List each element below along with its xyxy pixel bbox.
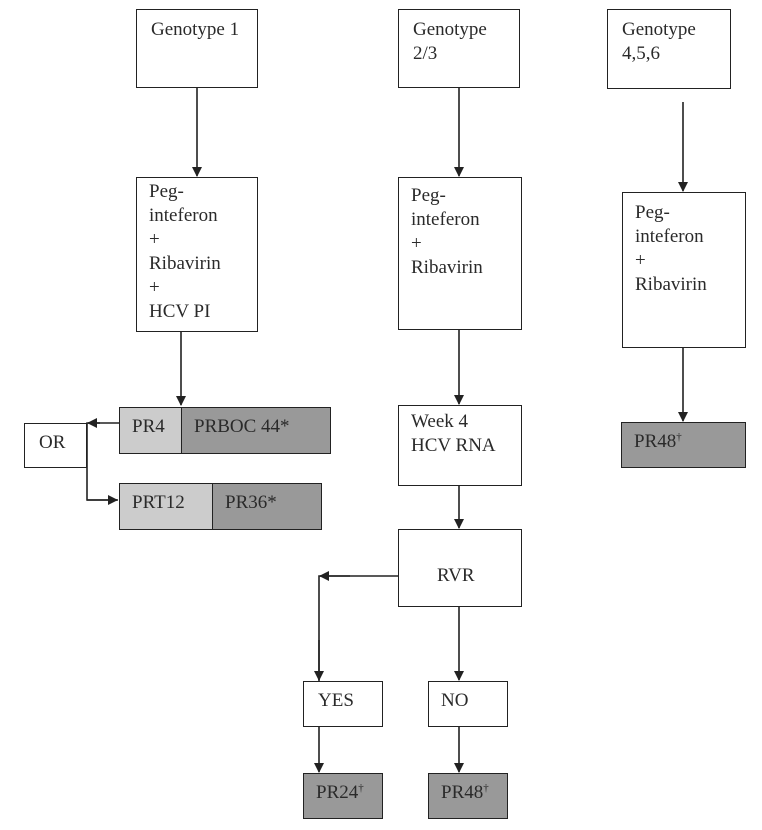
dagger-mark: † (676, 431, 682, 443)
genotype-456-box: Genotype 4,5,6 (607, 9, 731, 89)
hcv-rna-line: HCV RNA (411, 435, 496, 456)
prboc44-label: PRBOC 44* (194, 416, 290, 437)
treatment-line: inteferon (635, 226, 704, 247)
treatment-line: inteferon (411, 209, 480, 230)
prboc44-cell: PRBOC 44* (181, 407, 331, 454)
rvr-decision-box: RVR (398, 529, 522, 607)
week4-hcv-rna-box: Week 4 HCV RNA (398, 405, 522, 486)
pr36-label: PR36* (225, 492, 277, 513)
treatment-line: Ribavirin (635, 274, 707, 295)
genotype-23-treatment-box: Peg- inteferon + Ribavirin (398, 177, 522, 330)
genotype-1-box: Genotype 1 (136, 9, 258, 88)
genotype-456-label-line: Genotype (622, 19, 696, 40)
no-label: NO (441, 690, 469, 711)
treatment-line: Peg- (411, 185, 446, 206)
treatment-line: Peg- (149, 181, 184, 202)
rvr-label: RVR (437, 565, 475, 586)
pr48-genotype-456-cell: PR48† (621, 422, 746, 468)
dagger-mark: † (483, 782, 489, 794)
genotype-23-box: Genotype 2/3 (398, 9, 520, 88)
yes-label: YES (318, 690, 354, 711)
dagger-mark: † (358, 782, 364, 794)
or-box: OR (24, 423, 87, 468)
yes-box: YES (303, 681, 383, 727)
treatment-line: + (411, 233, 422, 254)
pr48-label: PR48 (441, 782, 484, 803)
prt12-lead-in-cell: PRT12 (119, 483, 213, 530)
or-label: OR (39, 432, 66, 453)
pr4-lead-in-cell: PR4 (119, 407, 182, 454)
pr24-outcome-cell: PR24† (303, 773, 383, 819)
genotype-456-label-line: 4,5,6 (622, 43, 660, 64)
treatment-line: + (149, 277, 160, 298)
no-box: NO (428, 681, 508, 727)
pr48-outcome-cell: PR48† (428, 773, 508, 819)
genotype-23-label-line: Genotype (413, 19, 487, 40)
pr48-label: PR48 (634, 431, 677, 452)
treatment-line: inteferon (149, 205, 218, 226)
genotype-23-label-line: 2/3 (413, 43, 438, 64)
treatment-line: Ribavirin (149, 253, 221, 274)
treatment-line: Peg- (635, 202, 670, 223)
pr36-cell: PR36* (212, 483, 322, 530)
genotype-1-label: Genotype 1 (151, 19, 240, 40)
prt12-label: PRT12 (132, 492, 185, 513)
treatment-line: Ribavirin (411, 257, 483, 278)
genotype-456-treatment-box: Peg- inteferon + Ribavirin (622, 192, 746, 348)
week4-line: Week 4 (411, 411, 469, 432)
treatment-line: + (635, 250, 646, 271)
genotype-1-treatment-box: Peg- inteferon + Ribavirin + HCV PI (136, 177, 258, 332)
treatment-line: + (149, 229, 160, 250)
pr4-label: PR4 (132, 416, 165, 437)
treatment-line: HCV PI (149, 301, 211, 322)
pr24-label: PR24 (316, 782, 359, 803)
